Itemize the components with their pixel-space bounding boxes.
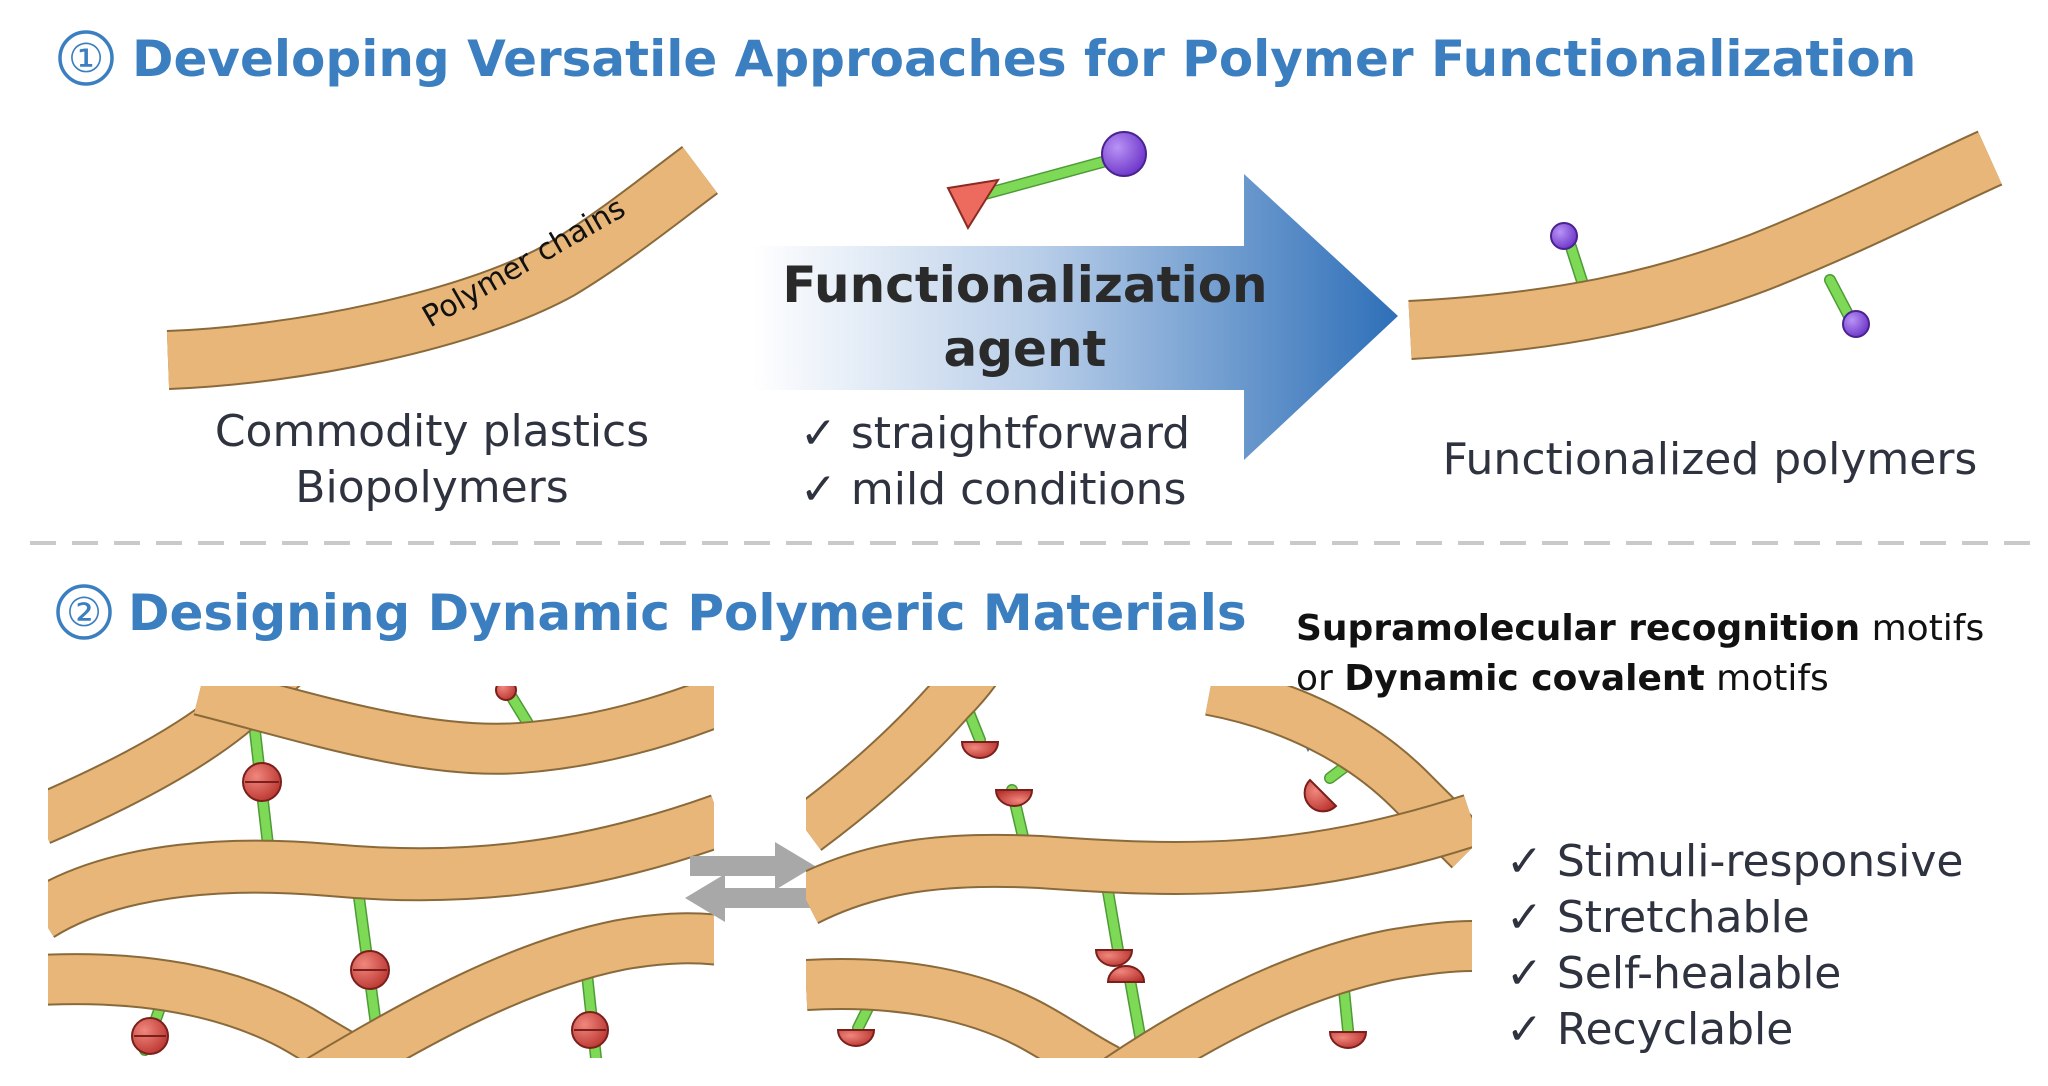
motif-line-2: or Dynamic covalent motifs	[1296, 658, 1829, 699]
motif-line-1: Supramolecular recognition motifs	[1296, 608, 1984, 649]
condition-1: ✓ straightforward	[800, 408, 1190, 459]
open-motif-half	[836, 1029, 876, 1047]
property-3: ✓ Self-healable	[1506, 948, 1841, 999]
source-line-1: Commodity plastics	[215, 406, 649, 457]
open-motif-half	[994, 789, 1034, 807]
agent-line-1: Functionalization	[782, 256, 1267, 314]
attached-group-ball	[1550, 222, 1578, 250]
section2-title: Designing Dynamic Polymeric Materials	[128, 584, 1247, 642]
agent-molecule	[946, 131, 1147, 231]
agent-line-2: agent	[944, 320, 1107, 378]
network-crosslinked	[48, 686, 714, 1058]
forward-arrow	[690, 842, 815, 890]
section1-number: ①	[68, 36, 104, 82]
open-motif-half	[1303, 778, 1338, 813]
bound-motif-pair	[495, 686, 517, 701]
agent-anchor-cone	[946, 178, 1001, 231]
open-motif-half	[960, 741, 1000, 759]
polymer-chain-plain: Polymer chains	[166, 146, 719, 390]
source-line-2: Biopolymers	[295, 462, 568, 513]
property-2: ✓ Stretchable	[1506, 892, 1810, 943]
section1-heading: ① Developing Versatile Approaches for Po…	[58, 30, 1916, 88]
polymer-chain-functionalized	[1408, 130, 2003, 360]
network-dissociated	[806, 686, 1472, 1058]
section2-heading: ② Designing Dynamic Polymeric Materials	[56, 584, 1247, 642]
equilibrium-arrows	[685, 842, 815, 922]
property-4: ✓ Recyclable	[1506, 1004, 1793, 1055]
open-motif-half	[1328, 1031, 1368, 1049]
open-motif-half	[1106, 965, 1146, 983]
product-label: Functionalized polymers	[1443, 434, 1978, 485]
functionalization-arrow	[752, 174, 1398, 460]
open-motif-half	[1094, 949, 1134, 967]
section1-title: Developing Versatile Approaches for Poly…	[132, 30, 1916, 88]
section2-number: ②	[66, 590, 102, 636]
agent-purple-ball	[1101, 131, 1147, 177]
section1-number-circle	[58, 30, 114, 86]
attached-group-ball	[1842, 310, 1870, 338]
property-1: ✓ Stimuli-responsive	[1506, 836, 1963, 887]
section2-number-circle	[56, 584, 112, 640]
condition-2: ✓ mild conditions	[800, 464, 1186, 515]
reverse-arrow	[685, 874, 810, 922]
